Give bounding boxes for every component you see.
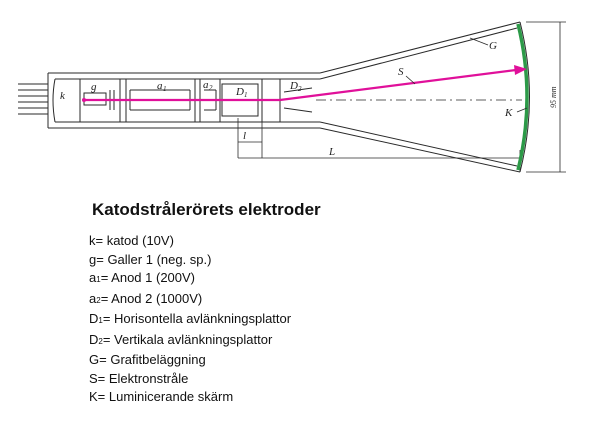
legend-key-index: 2 bbox=[96, 295, 101, 305]
label-a2: a bbox=[203, 79, 209, 91]
legend-key: D bbox=[89, 311, 99, 326]
legend-key: S bbox=[89, 370, 98, 386]
legend-item: D2= Vertikala avlänkningsplattor bbox=[89, 331, 291, 352]
electron-beam bbox=[82, 65, 527, 102]
legend-key-index: 2 bbox=[98, 336, 103, 346]
crt-diagram: k g a 1 a 2 D 1 D 2 S G K l L 95 mm bbox=[18, 21, 566, 173]
legend-text: = Vertikala avlänkningsplattor bbox=[102, 331, 273, 347]
label-k-screen: K bbox=[504, 107, 513, 119]
legend-text: = katod (10V) bbox=[95, 233, 174, 248]
legend-key: K bbox=[89, 389, 98, 404]
legend-item: K= Luminicerande skärm bbox=[89, 388, 291, 407]
label-d2: D bbox=[289, 80, 298, 92]
legend-key: g bbox=[89, 251, 97, 267]
diagram-title: Katodstrålerörets elektroder bbox=[92, 200, 321, 219]
lead-wires bbox=[18, 83, 48, 115]
label-k: k bbox=[60, 90, 66, 102]
electrode-legend: k= katod (10V)g= Galler 1 (neg. sp.)a1= … bbox=[89, 232, 291, 407]
legend-item: a1= Anod 1 (200V) bbox=[89, 269, 291, 290]
label-l-small: l bbox=[243, 130, 246, 142]
legend-item: D1= Horisontella avlänkningsplattor bbox=[89, 310, 291, 331]
label-g: g bbox=[91, 81, 97, 93]
dimension-lines bbox=[237, 21, 566, 173]
legend-item: a2= Anod 2 (1000V) bbox=[89, 290, 291, 311]
legend-key-index: 1 bbox=[98, 316, 103, 325]
label-a1: a bbox=[157, 80, 163, 92]
leader-lines bbox=[405, 37, 528, 113]
label-d2-sub: 2 bbox=[298, 85, 302, 93]
legend-key: G bbox=[89, 352, 100, 367]
label-a1-sub: 1 bbox=[163, 85, 167, 93]
label-d1: D bbox=[235, 86, 244, 98]
deflection-plates-d2 bbox=[283, 87, 313, 113]
legend-key: a bbox=[89, 270, 97, 285]
legend-item: k= katod (10V) bbox=[89, 232, 291, 251]
legend-key-index: 1 bbox=[96, 275, 101, 284]
legend-item: S= Elektronstråle bbox=[89, 370, 291, 389]
legend-text: = Galler 1 (neg. sp.) bbox=[96, 251, 212, 267]
legend-text: = Elektronstråle bbox=[97, 370, 189, 386]
legend-text: = Anod 2 (1000V) bbox=[100, 290, 203, 306]
legend-item: G= Grafitbeläggning bbox=[89, 351, 291, 370]
legend-key: a bbox=[89, 290, 97, 306]
diagram-labels: k g a 1 a 2 D 1 D 2 S G K l L 95 mm bbox=[60, 40, 558, 158]
legend-text: = Grafitbeläggning bbox=[99, 352, 206, 367]
luminescent-screen bbox=[516, 23, 529, 171]
legend-key: D bbox=[89, 331, 99, 347]
legend-item: g= Galler 1 (neg. sp.) bbox=[89, 251, 291, 270]
legend-text: = Anod 1 (200V) bbox=[100, 270, 196, 285]
label-l-large: L bbox=[328, 146, 335, 158]
legend-text: = Luminicerande skärm bbox=[97, 389, 234, 404]
label-d1-sub: 1 bbox=[244, 91, 248, 99]
tube-funnel bbox=[319, 21, 521, 173]
legend-text: = Horisontella avlänkningsplattor bbox=[102, 311, 292, 326]
label-a2-sub: 2 bbox=[209, 84, 213, 92]
label-95mm: 95 mm bbox=[549, 86, 558, 108]
legend-key: k bbox=[89, 233, 96, 248]
label-g-coating: G bbox=[489, 40, 497, 52]
label-s: S bbox=[398, 66, 404, 78]
tube-neck bbox=[47, 72, 320, 129]
